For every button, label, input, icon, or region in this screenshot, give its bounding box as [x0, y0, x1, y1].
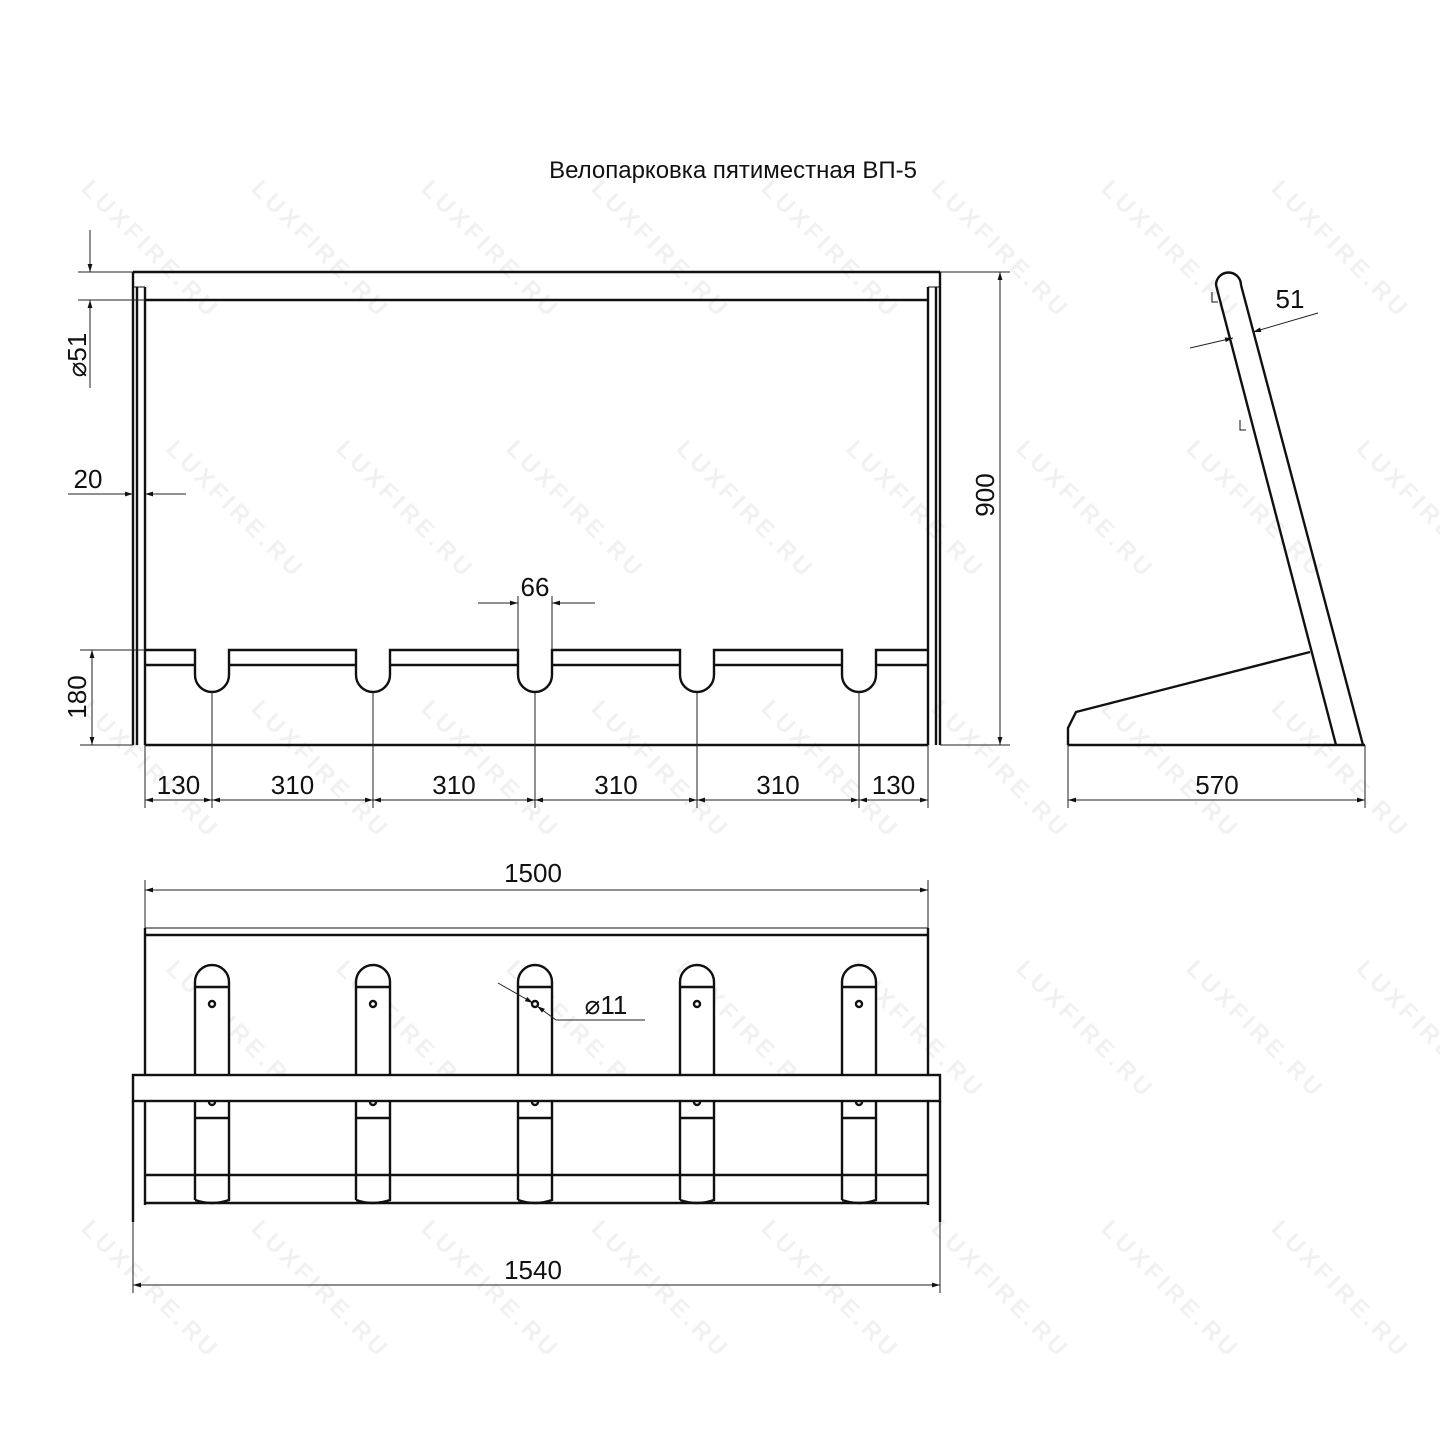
watermark-text: LUXFIRE.RU [1351, 435, 1440, 584]
dim-height: 900 [970, 473, 1000, 516]
watermark-text: LUXFIRE.RU [1181, 955, 1330, 1104]
dim-spacing: 130 [157, 770, 200, 800]
dim-slot-width: 66 [521, 572, 550, 602]
drawing-title: Велопарковка пятиместная ВП-5 [549, 157, 917, 184]
watermark-text: LUXFIRE.RU [76, 695, 225, 844]
lower-bar-with-slots [145, 648, 928, 694]
mounting-hole [692, 999, 702, 1009]
watermark-text: LUXFIRE.RU [1096, 1215, 1245, 1364]
dim-tube-diameter: ⌀51 [62, 333, 92, 378]
watermark-text: LUXFIRE.RU [671, 435, 820, 584]
watermark-text: LUXFIRE.RU [246, 175, 395, 324]
watermark-text: LUXFIRE.RU [1436, 175, 1440, 324]
watermark-text: LUXFIRE.RU [416, 175, 565, 324]
dim-inner-width: 1500 [504, 858, 562, 888]
dim-depth: 570 [1195, 770, 1238, 800]
watermark-text: LUXFIRE.RU [1266, 1215, 1415, 1364]
front-dimensions: ⌀51 20 66 180 900 130 310 310 310 310 130 [62, 230, 1010, 808]
watermark-text: LUXFIRE.RU [586, 175, 735, 324]
dim-hole: ⌀11 [585, 990, 628, 1020]
watermark-text: LUXFIRE.RU [841, 435, 990, 584]
dim-lower-bar-height: 180 [62, 675, 92, 718]
watermark-text: LUXFIRE.RU [926, 1215, 1075, 1364]
watermark-text: LUXFIRE.RU [1351, 955, 1440, 1104]
mounting-hole [368, 999, 378, 1009]
watermark-text: LUXFIRE.RU [246, 1215, 395, 1364]
dim-side-tube: 51 [1276, 284, 1305, 314]
watermark-text: LUXFIRE.RU [76, 1215, 225, 1364]
watermark-text: LUXFIRE.RU [416, 1215, 565, 1364]
top-view: 1500 ⌀11 1540 [131, 858, 942, 1293]
watermark-text: LUXFIRE.RU [501, 435, 650, 584]
dim-spacing: 310 [432, 770, 475, 800]
watermark-text: LUXFIRE.RU [1011, 955, 1160, 1104]
dim-spacing: 310 [271, 770, 314, 800]
mounting-hole [530, 999, 540, 1009]
watermark-text: LUXFIRE.RU [756, 1215, 905, 1364]
watermark-text: LUXFIRE.RU [1011, 435, 1160, 584]
watermark-text: LUXFIRE.RU [1436, 695, 1440, 844]
watermark-text: LUXFIRE.RU [586, 1215, 735, 1364]
dim-outer-width: 1540 [504, 1255, 562, 1285]
dim-post-thickness: 20 [74, 464, 103, 494]
watermark-text: LUXFIRE.RU [1436, 1215, 1440, 1364]
watermark-text: LUXFIRE.RU [331, 435, 480, 584]
watermark-text: LUXFIRE.RU [1096, 175, 1245, 324]
watermark-text: LUXFIRE.RU [1181, 435, 1330, 584]
watermark-text: LUXFIRE.RU [161, 435, 310, 584]
mounting-hole [207, 999, 217, 1009]
watermark-text: LUXFIRE.RU [756, 175, 905, 324]
watermark-text: LUXFIRE.RU [76, 175, 225, 324]
mounting-hole [854, 999, 864, 1009]
watermark-text: LUXFIRE.RU [1266, 695, 1415, 844]
side-view: 51 570 [1066, 271, 1366, 808]
dim-spacing: 310 [594, 770, 637, 800]
dim-spacing: 130 [872, 770, 915, 800]
dim-spacing: 310 [756, 770, 799, 800]
